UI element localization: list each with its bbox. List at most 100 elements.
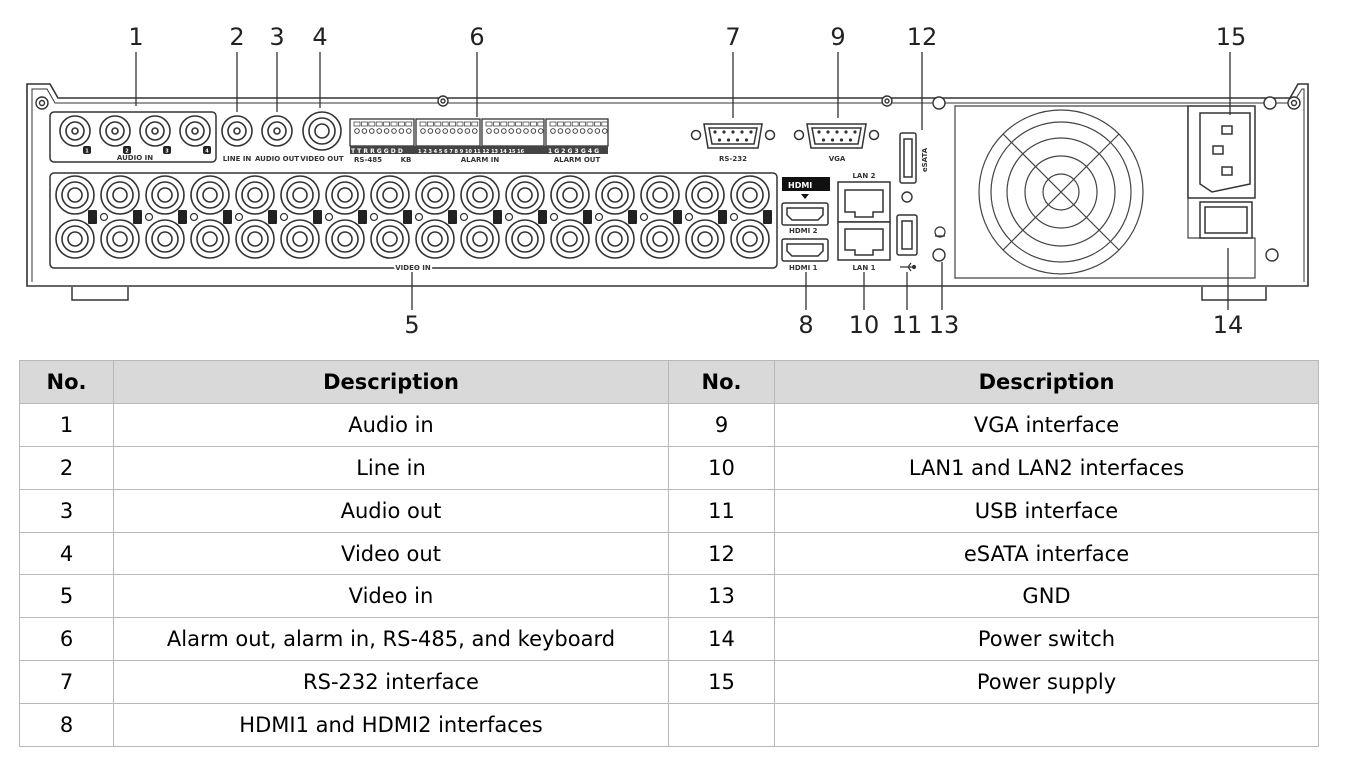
video-in-jack[interactable] (325, 175, 365, 215)
terminal-slot (449, 121, 456, 127)
usb-port[interactable] (896, 214, 918, 256)
video-in-jacks[interactable] (55, 175, 772, 259)
video-in-jack[interactable] (145, 175, 185, 215)
hdmi2-port[interactable] (781, 202, 829, 226)
video-in-jack[interactable] (370, 219, 410, 259)
callout-1: 1 (128, 23, 143, 51)
video-in-jack[interactable] (550, 175, 590, 215)
video-in-channel-badge (313, 210, 322, 224)
lan1-port[interactable] (837, 221, 891, 261)
esata-port[interactable] (899, 132, 917, 184)
video-in-jack[interactable] (505, 219, 545, 259)
cell-description-right: GND (774, 574, 1319, 619)
video-in-jack[interactable] (685, 219, 725, 259)
video-in-divider-dot (189, 212, 199, 222)
video-in-jack[interactable] (190, 219, 230, 259)
audio-out-jack[interactable] (261, 115, 293, 147)
video-in-jack[interactable] (505, 175, 545, 215)
video-in-channel-badge (358, 210, 367, 224)
video-in-jack[interactable] (280, 175, 320, 215)
cell-no-left: 8 (19, 703, 114, 748)
audio-in-jack[interactable] (99, 115, 131, 147)
audio-in-jack[interactable] (59, 115, 91, 147)
video-in-jack[interactable] (685, 175, 725, 215)
video-in-jack[interactable] (595, 219, 635, 259)
video-in-jack[interactable] (415, 219, 455, 259)
video-in-jack[interactable] (550, 219, 590, 259)
terminal-slot (537, 121, 545, 127)
terminal-pin (538, 128, 544, 134)
terminal-slot (522, 121, 530, 127)
video-in-jack[interactable] (640, 175, 680, 215)
video-in-jack[interactable] (100, 219, 140, 259)
callout-8: 8 (798, 311, 813, 339)
terminal-slot (564, 121, 572, 127)
terminal-slot (375, 121, 383, 127)
video-in-jack[interactable] (370, 175, 410, 215)
video-in-jack[interactable] (730, 219, 770, 259)
cell-description-right: eSATA interface (774, 531, 1319, 576)
video-in-jack[interactable] (640, 219, 680, 259)
cell-no-left: 4 (19, 531, 114, 576)
video-in-channel-badge (583, 210, 592, 224)
video-in-jack[interactable] (280, 219, 320, 259)
cell-no-left: 2 (19, 445, 114, 490)
video-in-jack[interactable] (460, 175, 500, 215)
cell-no-left: 5 (19, 574, 114, 619)
kb-label: KB (401, 156, 412, 164)
line-in-jack[interactable] (221, 115, 253, 147)
callout-4: 4 (312, 23, 327, 51)
video-in-jack[interactable] (190, 175, 230, 215)
connector-pin (726, 138, 731, 142)
terminal-slot (515, 121, 522, 127)
terminal-slot (390, 121, 398, 127)
terminal-blocks[interactable] (349, 118, 609, 154)
callout-15: 15 (1216, 23, 1247, 51)
audio-in-number: 3 (165, 149, 169, 155)
video-out-jack[interactable] (302, 111, 342, 151)
lan2-port[interactable] (837, 181, 891, 223)
terminal-slot (441, 121, 449, 127)
terminal-seq-rs485-kb: T T R R G G D D (351, 148, 403, 155)
lan1-label: LAN 1 (852, 264, 875, 272)
rs232-port[interactable] (690, 123, 776, 149)
video-in-divider-dot (504, 212, 514, 222)
terminal-slot (405, 121, 413, 127)
vga-port[interactable] (793, 123, 880, 149)
connector-pin (848, 138, 853, 142)
video-in-jack[interactable] (325, 219, 365, 259)
video-in-jack[interactable] (730, 175, 770, 215)
video-in-channel-badge (223, 210, 232, 224)
video-in-jack[interactable] (415, 175, 455, 215)
audio-in-number-badge (163, 146, 171, 154)
header-description-right: Description (774, 360, 1319, 404)
cell-description-left: HDMI1 and HDMI2 interfaces (113, 703, 669, 748)
video-in-jack[interactable] (235, 175, 275, 215)
cell-description-left: Line in (113, 445, 669, 490)
audio-in-jack[interactable] (139, 115, 171, 147)
video-in-jack[interactable] (460, 219, 500, 259)
video-in-jack[interactable] (595, 175, 635, 215)
video-in-jack[interactable] (55, 219, 95, 259)
video-in-jack[interactable] (55, 175, 95, 215)
terminal-pin (435, 128, 441, 134)
video-in-group-border (49, 172, 778, 269)
rs232-label: RS-232 (719, 155, 747, 163)
video-in-jack[interactable] (100, 175, 140, 215)
terminal-pins (353, 121, 609, 134)
power-switch[interactable] (1199, 201, 1253, 239)
terminal-slot (471, 121, 479, 127)
video-in-jack[interactable] (145, 219, 185, 259)
video-in-channel-badge (133, 210, 142, 224)
audio-in-jack[interactable] (179, 115, 211, 147)
terminal-slot (485, 121, 493, 127)
video-in-divider-dot (684, 212, 694, 222)
video-in-jack[interactable] (235, 219, 275, 259)
header-no-right: No. (668, 360, 775, 404)
power-supply-socket[interactable] (1187, 105, 1256, 199)
hdmi1-port[interactable] (781, 238, 829, 262)
